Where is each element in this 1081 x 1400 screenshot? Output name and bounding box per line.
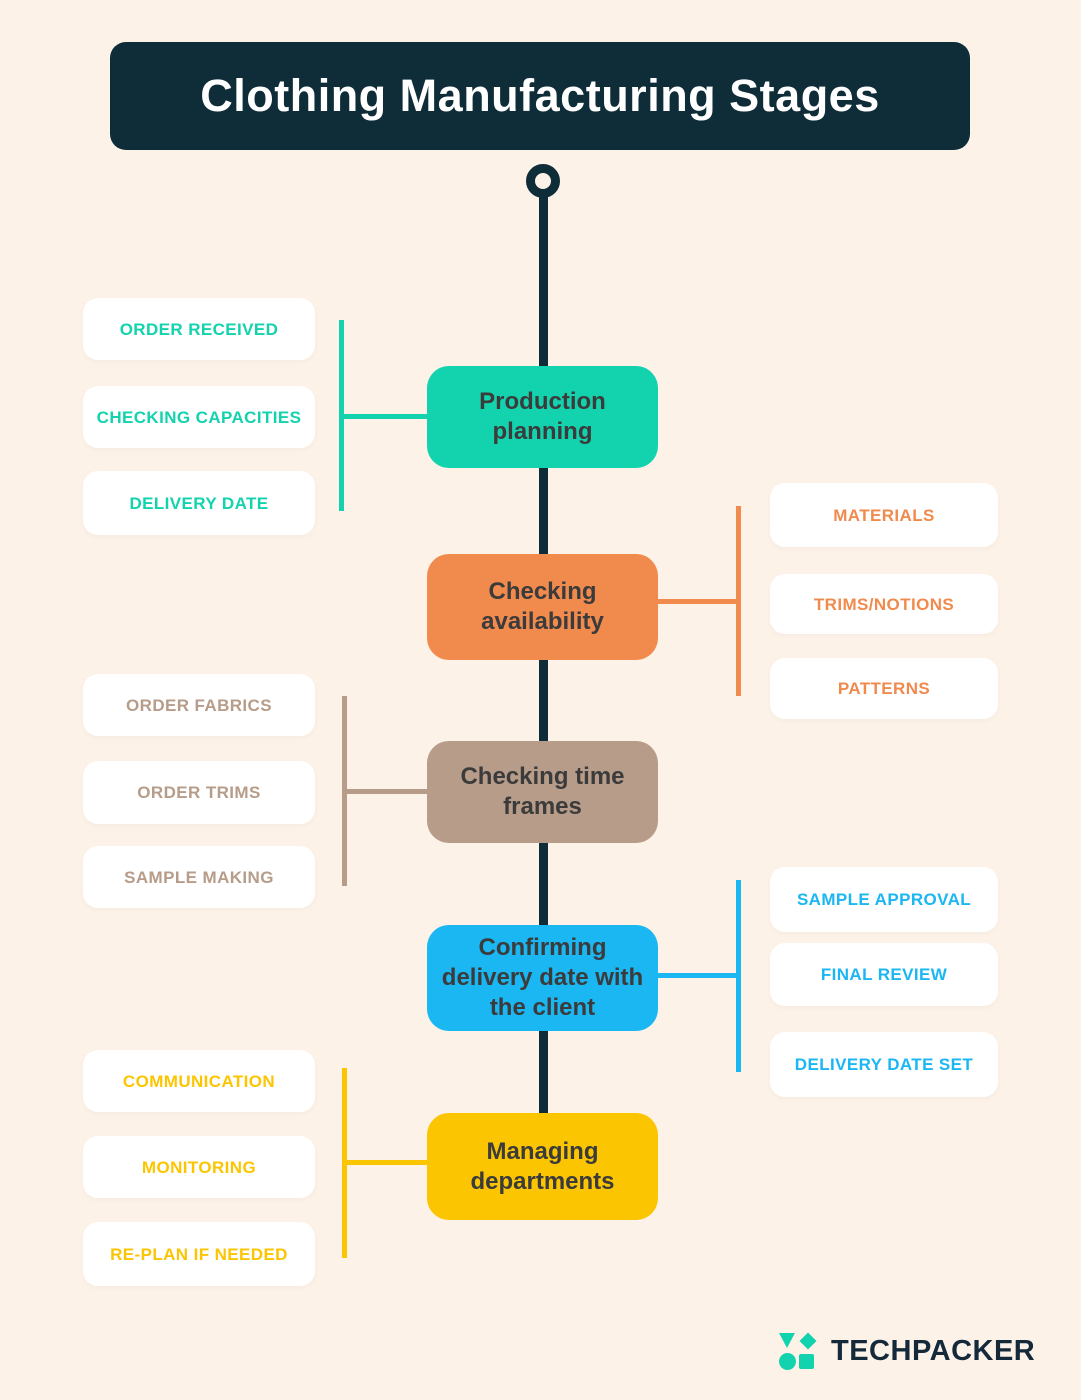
brand-logo: TECHPACKER — [779, 1331, 1035, 1371]
card-label: RE-PLAN IF NEEDED — [110, 1244, 288, 1264]
stage-box-confirming-delivery-date: Confirming delivery date with the client — [427, 925, 658, 1031]
title-bar: Clothing Manufacturing Stages — [110, 42, 970, 150]
card-label: TRIMS/NOTIONS — [813, 594, 955, 614]
stage2-connector-line — [658, 599, 736, 604]
stage-box-production-planning: Production planning — [427, 366, 658, 468]
brand-name: TECHPACKER — [831, 1334, 1036, 1367]
stage5-bracket-line — [342, 1068, 347, 1258]
stage4-bracket-line — [736, 880, 741, 1072]
card-final-review: FINAL REVIEW — [770, 943, 998, 1006]
card-order-fabrics: ORDER FABRICS — [83, 674, 315, 736]
card-label: DELIVERY DATE SET — [794, 1055, 974, 1074]
card-replan-if-needed: RE-PLAN IF NEEDED — [83, 1222, 315, 1286]
card-communication: COMMUNICATION — [83, 1050, 315, 1112]
card-monitoring: MONITORING — [83, 1136, 315, 1198]
logo-square-icon — [799, 1353, 814, 1369]
stage5-connector-line — [347, 1160, 427, 1165]
stage1-connector-line — [344, 414, 427, 419]
card-sample-making: SAMPLE MAKING — [83, 846, 315, 908]
card-label: SAMPLE APPROVAL — [796, 890, 972, 909]
logo-triangle-icon — [779, 1332, 795, 1348]
card-label: ORDER FABRICS — [126, 695, 272, 715]
card-trims-notions: TRIMS/NOTIONS — [770, 574, 998, 634]
timeline-start-ring-icon — [526, 164, 560, 198]
card-delivery-date: DELIVERY DATE — [83, 471, 315, 535]
stage-label: Checking time frames — [460, 763, 625, 820]
logo-circle-icon — [779, 1352, 796, 1370]
card-label: PATTERNS — [837, 679, 931, 698]
card-patterns: PATTERNS — [770, 658, 998, 719]
stage-box-checking-time-frames: Checking time frames — [427, 741, 658, 843]
card-label: SAMPLE MAKING — [124, 867, 274, 887]
stage1-bracket-line — [339, 320, 344, 511]
card-checking-capacities: CHECKING CAPACITIES — [83, 386, 315, 448]
stage-label: Production planning — [479, 388, 606, 445]
card-label: MATERIALS — [833, 505, 935, 525]
stage2-bracket-line — [736, 506, 741, 696]
stage-box-checking-availability: Checking availability — [427, 554, 658, 660]
card-materials: MATERIALS — [770, 483, 998, 547]
card-label: MONITORING — [141, 1157, 257, 1177]
card-sample-approval: SAMPLE APPROVAL — [770, 867, 998, 932]
card-label: ORDER RECEIVED — [119, 319, 279, 339]
stage4-connector-line — [658, 973, 736, 978]
stage-label: Confirming delivery date with the client — [441, 934, 644, 1021]
stage-label: Checking availability — [481, 578, 604, 635]
card-label: COMMUNICATION — [122, 1071, 276, 1091]
stage3-bracket-line — [342, 696, 347, 886]
logo-diamond-icon — [799, 1332, 816, 1349]
card-label: FINAL REVIEW — [820, 965, 948, 984]
techpacker-logo-icon — [779, 1332, 816, 1370]
card-order-received: ORDER RECEIVED — [83, 298, 315, 360]
card-label: ORDER TRIMS — [137, 783, 261, 802]
stage3-connector-line — [347, 789, 427, 794]
stage-box-managing-departments: Managing departments — [427, 1113, 658, 1220]
stage-label: Managing departments — [470, 1137, 615, 1195]
card-delivery-date-set: DELIVERY DATE SET — [770, 1032, 998, 1097]
card-label: DELIVERY DATE — [129, 493, 269, 513]
card-order-trims: ORDER TRIMS — [83, 761, 315, 824]
card-label: CHECKING CAPACITIES — [96, 407, 302, 427]
page-title: Clothing Manufacturing Stages — [200, 70, 880, 121]
